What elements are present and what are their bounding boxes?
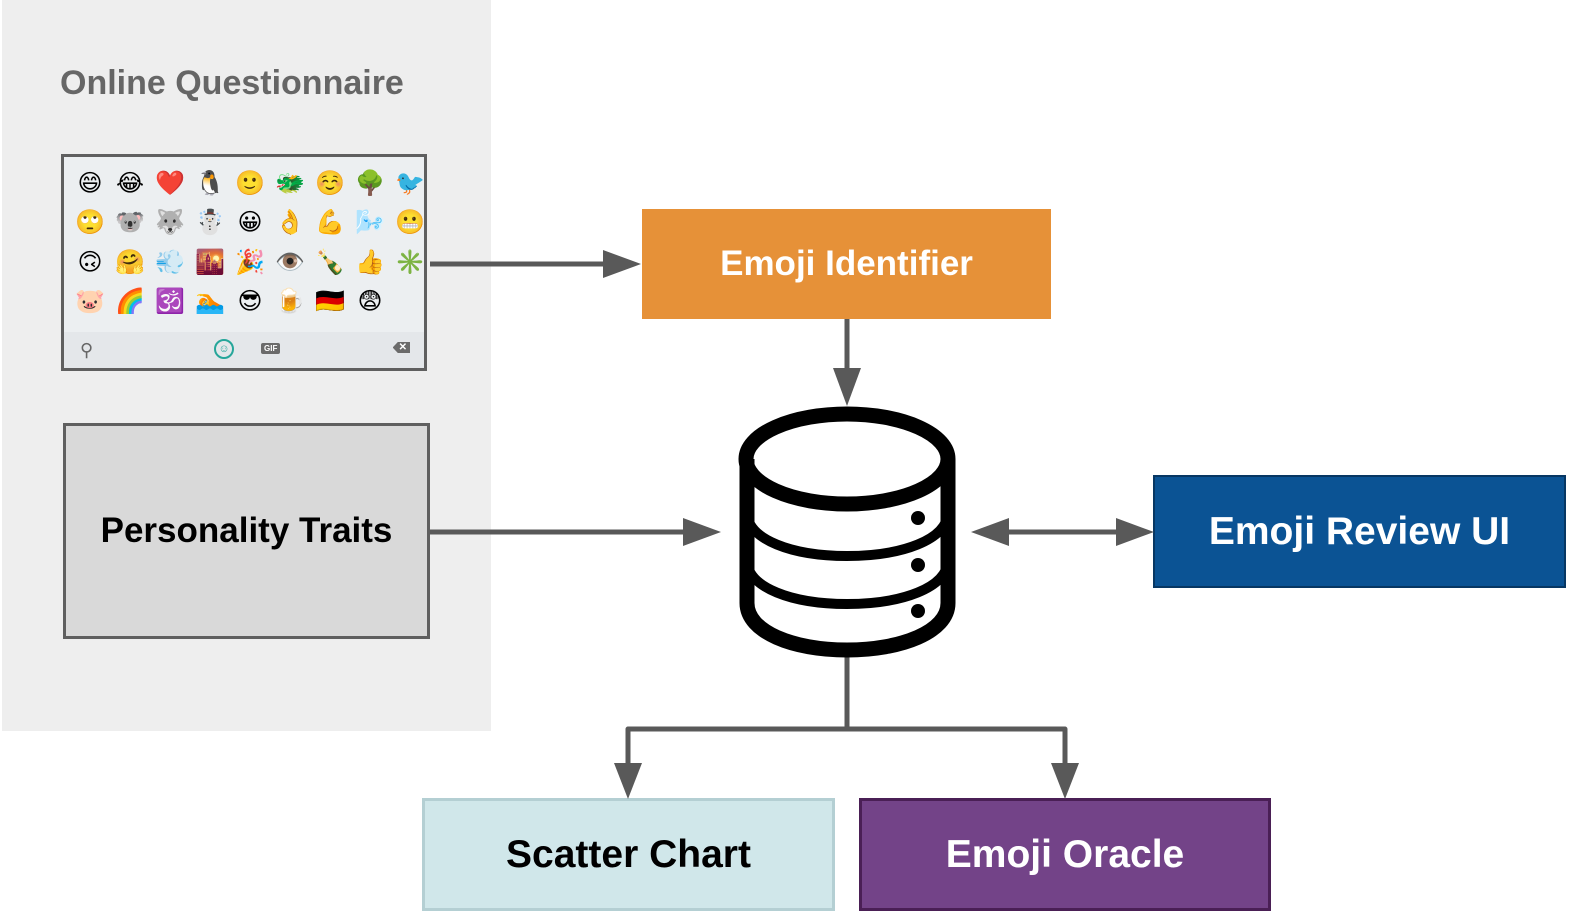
arrow-database-to-outputs <box>614 655 1079 799</box>
emoji-key[interactable]: 😀 <box>237 208 263 237</box>
arrow-traits-to-database <box>430 518 721 546</box>
emoji-key[interactable]: 😎 <box>237 287 263 316</box>
emoji-key[interactable]: 😬 <box>395 208 425 237</box>
arrow-database-review-bidirectional <box>971 518 1154 546</box>
arrowhead-icon <box>971 518 1009 546</box>
emoji-key[interactable]: 👍 <box>355 247 385 276</box>
keyboard-footer: ⚲ ☺ GIF ✕ <box>64 332 424 368</box>
emoji-key[interactable]: 🤗 <box>115 247 145 276</box>
arrowhead-icon <box>1051 763 1079 799</box>
emoji-key[interactable]: 🐺 <box>155 208 185 237</box>
emoji-oracle-box: Emoji Oracle <box>859 798 1271 911</box>
emoji-key[interactable]: 👌 <box>275 208 305 237</box>
database-icon <box>738 406 956 658</box>
emoji-key[interactable]: ☃️ <box>195 208 225 237</box>
gif-button[interactable]: GIF <box>261 343 281 354</box>
emoji-key[interactable]: 🐷 <box>75 287 105 316</box>
emoji-oracle-label: Emoji Oracle <box>945 832 1185 876</box>
emoji-key[interactable]: ☺️ <box>315 168 345 197</box>
emoji-key[interactable]: 🐨 <box>115 208 145 237</box>
arrowhead-icon <box>1116 518 1154 546</box>
emoji-identifier-box: Emoji Identifier <box>642 209 1051 319</box>
emoji-key[interactable]: ✳️ <box>395 247 425 276</box>
emoji-review-ui-label: Emoji Review UI <box>1208 509 1511 553</box>
emoji-review-ui-box: Emoji Review UI <box>1153 475 1566 588</box>
arrowhead-icon <box>603 250 641 278</box>
emoji-key[interactable]: 🐲 <box>275 168 305 197</box>
emoji-key[interactable]: 🌬️ <box>355 208 385 237</box>
emoji-key[interactable]: 🙃 <box>77 247 103 276</box>
emoji-key[interactable]: ❤️ <box>155 168 185 197</box>
emoji-key[interactable]: 😄 <box>77 168 103 197</box>
emoji-keyboard: 😄 😂 ❤️ 🐧 🙂 🐲 ☺️ 🌳 🐦 🙄 🐨 🐺 ☃️ 😀 👌 💪 🌬️ 😬 🙃 🤗 💨 🌇 🎉 👁️ 🍾 👍 ✳️ 🐷 🌈 🕉️ 🏊 😎 🍺… <box>61 154 427 371</box>
panel-title: Online Questionnaire <box>60 64 404 102</box>
emoji-key[interactable]: 🕉️ <box>155 287 185 316</box>
arrow-keyboard-to-identifier <box>430 250 641 278</box>
emoji-key[interactable]: 👁️ <box>275 247 305 276</box>
arrowhead-icon <box>614 763 642 799</box>
emoji-identifier-label: Emoji Identifier <box>720 244 973 283</box>
emoji-key[interactable]: 💪 <box>315 208 345 237</box>
emoji-key[interactable]: 🇩🇪 <box>315 287 345 316</box>
emoji-key[interactable]: 🍺 <box>275 287 305 316</box>
search-icon[interactable]: ⚲ <box>80 340 94 360</box>
emoji-key[interactable]: 🏊 <box>195 287 225 316</box>
arrow-identifier-to-database <box>833 319 861 406</box>
emoji-grid: 😄 😂 ❤️ 🐧 🙂 🐲 ☺️ 🌳 🐦 🙄 🐨 🐺 ☃️ 😀 👌 💪 🌬️ 😬 🙃 🤗 💨 🌇 🎉 👁️ 🍾 👍 ✳️ 🐷 🌈 🕉️ 🏊 😎 🍺… <box>70 163 430 321</box>
emoji-key[interactable]: 😨 <box>357 287 383 316</box>
emoji-key[interactable]: 🙂 <box>235 168 265 197</box>
arrowhead-icon <box>833 368 861 406</box>
emoji-key[interactable]: 🐧 <box>195 168 225 197</box>
scatter-chart-label: Scatter Chart <box>506 832 751 876</box>
emoji-tab-icon[interactable]: ☺ <box>214 339 234 359</box>
arrowhead-icon <box>683 518 721 546</box>
emoji-key[interactable]: 🐦 <box>395 168 425 197</box>
emoji-key[interactable]: 💨 <box>155 247 185 276</box>
emoji-key[interactable]: 🎉 <box>235 247 265 276</box>
scatter-chart-box: Scatter Chart <box>422 798 835 911</box>
emoji-key[interactable]: 😂 <box>115 168 145 197</box>
emoji-key[interactable]: 🌈 <box>115 287 145 316</box>
personality-traits-box: Personality Traits <box>63 423 430 639</box>
personality-traits-label: Personality Traits <box>100 511 393 550</box>
emoji-key[interactable]: 🌇 <box>195 247 225 276</box>
emoji-key[interactable]: 🍾 <box>315 247 345 276</box>
backspace-icon[interactable]: ✕ <box>392 342 410 353</box>
emoji-key[interactable]: 🙄 <box>75 208 105 237</box>
emoji-key[interactable]: 🌳 <box>355 168 385 197</box>
